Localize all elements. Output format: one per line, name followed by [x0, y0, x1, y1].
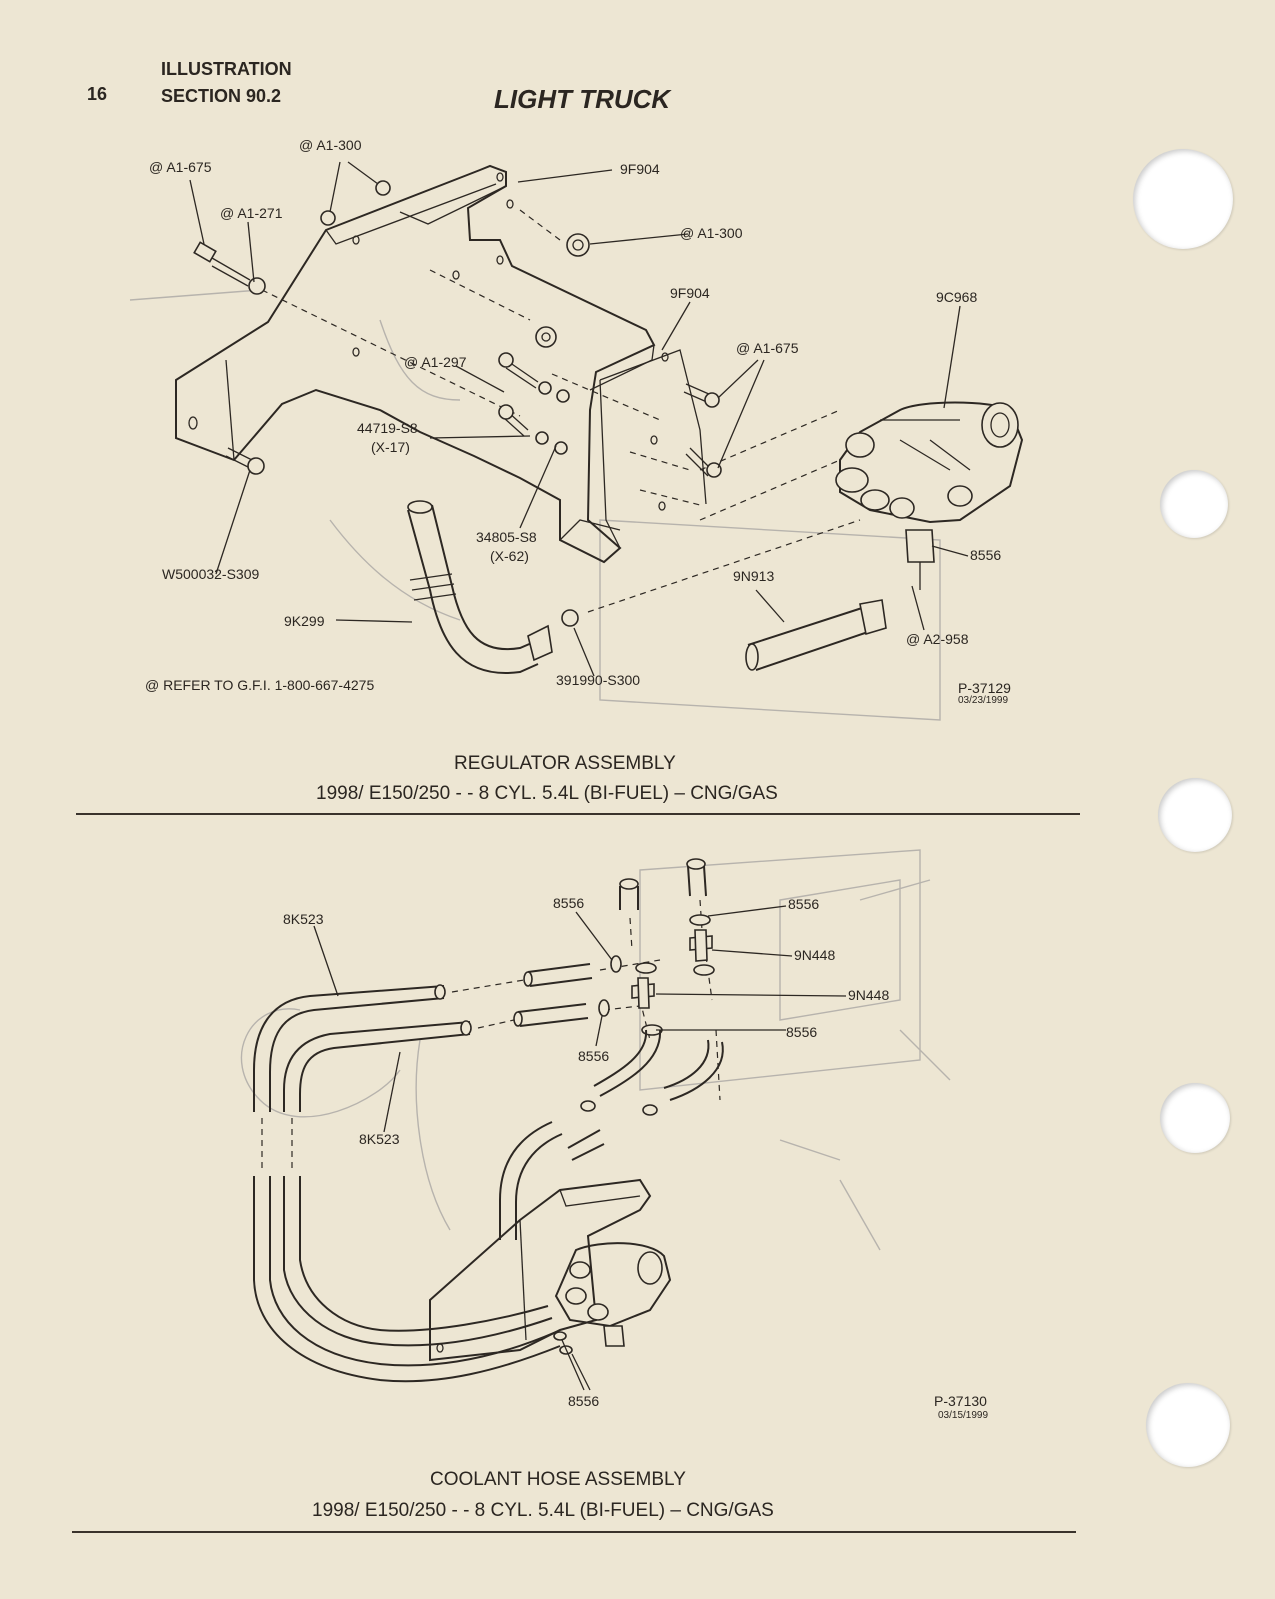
leader-lines-bottom [313, 905, 847, 1391]
divider-bottom [72, 1531, 1076, 1533]
hose-9k299 [407, 500, 579, 675]
leader-lines-top [189, 161, 969, 677]
ref-p37129: P-37129 [958, 680, 1011, 696]
label-8556-right: 8556 [786, 1024, 818, 1040]
top-diagram-subtitle: 1998/ E150/250 - - 8 CYL. 5.4L (BI-FUEL)… [316, 783, 778, 804]
gfi-note: @ REFER TO G.F.I. 1-800-667-4275 [145, 677, 375, 693]
label-9f904-mid: 9F904 [670, 285, 710, 301]
label-a1-675-top: @ A1-675 [149, 159, 212, 175]
label-a1-300-top: @ A1-300 [299, 137, 362, 153]
label-a1-675-right: @ A1-675 [736, 340, 799, 356]
regulator-body [835, 401, 1024, 590]
label-8k523-bottom: 8K523 [359, 1131, 400, 1147]
label-8556-top-right: 8556 [788, 896, 820, 912]
binder-hole [1158, 778, 1232, 852]
coolant-hoses [253, 858, 724, 1383]
label-391990-s300: 391990-S300 [556, 672, 641, 688]
ref-date-top: 03/23/1999 [958, 695, 1009, 706]
label-x17: (X-17) [371, 439, 410, 455]
label-8556-mid: 8556 [578, 1048, 610, 1064]
header-section: SECTION 90.2 [161, 86, 282, 106]
label-9c968: 9C968 [936, 289, 978, 305]
page-number: 16 [87, 84, 108, 104]
label-9n448-lower: 9N448 [848, 987, 890, 1003]
bottom-diagram-subtitle: 1998/ E150/250 - - 8 CYL. 5.4L (BI-FUEL)… [312, 1500, 774, 1521]
label-34805-s8: 34805-S8 [476, 529, 537, 545]
label-9n913: 9N913 [733, 568, 775, 584]
label-a1-300-right: @ A1-300 [680, 225, 743, 241]
bleed-through-art [129, 289, 951, 1251]
label-8556-top: 8556 [970, 547, 1002, 563]
binder-hole [1160, 1083, 1230, 1153]
binder-hole [1146, 1383, 1230, 1467]
page-heading: LIGHT TRUCK [494, 84, 671, 114]
regulator-bracket [175, 164, 707, 564]
label-x62: (X-62) [490, 548, 529, 564]
binder-hole [1160, 470, 1228, 538]
label-9f904-top: 9F904 [620, 161, 660, 177]
label-a1-271: @ A1-271 [220, 205, 283, 221]
bottom-diagram-title: COOLANT HOSE ASSEMBLY [430, 1469, 686, 1490]
label-9k299: 9K299 [284, 613, 325, 629]
header-illustration: ILLUSTRATION [161, 59, 292, 79]
divider-top [76, 813, 1080, 815]
label-w500032-s309: W500032-S309 [162, 566, 260, 582]
label-9n448-upper: 9N448 [794, 947, 836, 963]
label-8556-bottom: 8556 [568, 1393, 600, 1409]
hose-9n913 [745, 599, 887, 671]
label-8556-top-left: 8556 [553, 895, 585, 911]
label-44719-s8: 44719-S8 [357, 420, 418, 436]
ref-p37130: P-37130 [934, 1393, 987, 1409]
coolant-bracket [429, 1178, 672, 1362]
top-diagram-title: REGULATOR ASSEMBLY [454, 753, 676, 774]
label-a2-958: @ A2-958 [906, 631, 969, 647]
ref-date-bottom: 03/15/1999 [938, 1410, 989, 1421]
label-a1-297: @ A1-297 [404, 354, 467, 370]
binder-hole [1133, 149, 1233, 249]
label-8k523-top: 8K523 [283, 911, 324, 927]
